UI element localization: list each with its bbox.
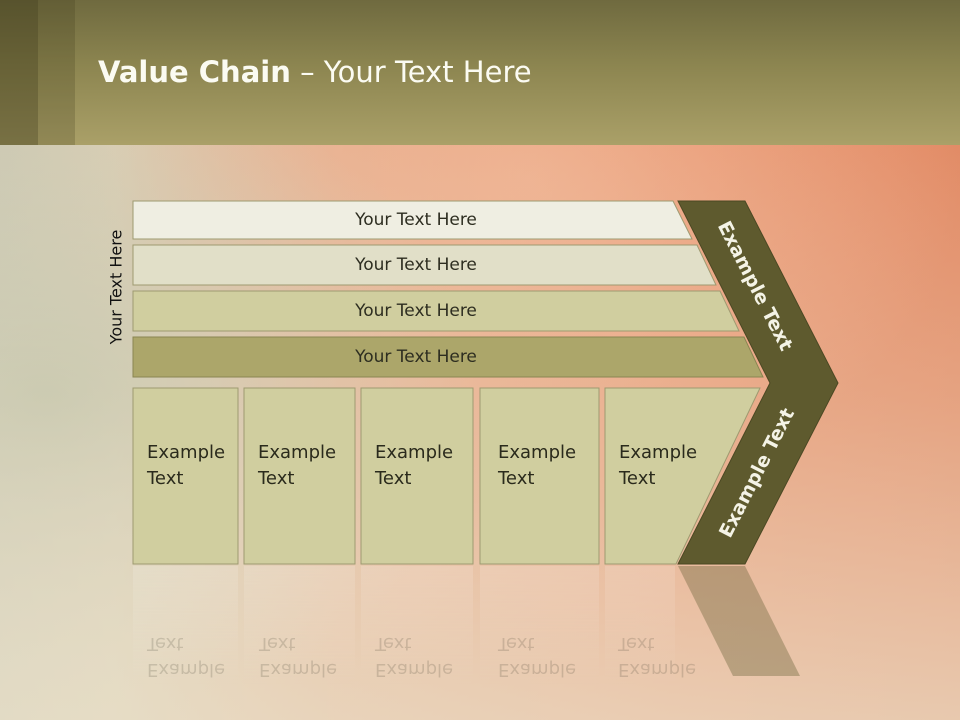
chevron-arrow[interactable] <box>677 200 839 565</box>
slide-title-bold: Value Chain <box>98 55 291 89</box>
box-reflection-1-line2: Text <box>147 633 184 654</box>
box-reflection-2: Example Text <box>259 630 337 682</box>
box-reflection-2-line1: Example <box>259 659 338 680</box>
box-label-1-line1: Example <box>147 442 226 463</box>
box-reflection-1-line1: Example <box>147 659 226 680</box>
row-label-3: Your Text Here <box>355 301 477 321</box>
box-label-5-line1: Example <box>619 442 698 463</box>
row-bar-3[interactable] <box>132 290 740 332</box>
box-reflection-1: Example Text <box>147 630 225 682</box>
chevron-reflection <box>678 566 800 676</box>
box-reflection-2-line2: Text <box>259 633 296 654</box>
header-band <box>0 0 960 145</box>
slide-title[interactable]: Value Chain – Your Text Here <box>98 55 532 89</box>
box-reflection-4-line1: Example <box>498 659 577 680</box>
box-label-2-line1: Example <box>258 442 337 463</box>
row-bar-4[interactable] <box>132 336 764 378</box>
box-reflection-4: Example Text <box>498 630 576 682</box>
box-reflection-3-line2: Text <box>375 633 412 654</box>
box-reflection-5: Example Text <box>618 630 696 682</box>
vertical-label[interactable]: Your Text Here <box>106 229 126 345</box>
box-label-5-line2: Text <box>619 468 656 489</box>
header-accent-strip-light <box>38 0 75 145</box>
box-5[interactable] <box>604 387 761 565</box>
box-2[interactable] <box>243 387 356 565</box>
row-label-2: Your Text Here <box>355 255 477 275</box>
box-3[interactable] <box>360 387 474 565</box>
reflection-group <box>133 566 675 686</box>
box-1[interactable] <box>132 387 239 565</box>
row-bar-2[interactable] <box>132 244 717 286</box>
box-reflection-5-line1: Example <box>618 659 697 680</box>
box-reflection-4-line2: Text <box>498 633 535 654</box>
row-bar-1[interactable] <box>132 200 693 240</box>
box-label-4-line2: Text <box>498 468 535 489</box>
row-label-4: Your Text Here <box>355 347 477 367</box>
box-label-3-line2: Text <box>375 468 412 489</box>
box-reflection-3: Example Text <box>375 630 453 682</box>
box-label-4-line1: Example <box>498 442 577 463</box>
box-label-3-line1: Example <box>375 442 454 463</box>
box-label-2-line2: Text <box>258 468 295 489</box>
box-label-1-line2: Text <box>147 468 184 489</box>
box-reflection-5-line2: Text <box>618 633 655 654</box>
header-accent-strip <box>0 0 38 145</box>
box-reflection-3-line1: Example <box>375 659 454 680</box>
box-4[interactable] <box>479 387 600 565</box>
slide-title-rest: – Your Text Here <box>290 55 532 89</box>
row-label-1: Your Text Here <box>355 210 477 230</box>
